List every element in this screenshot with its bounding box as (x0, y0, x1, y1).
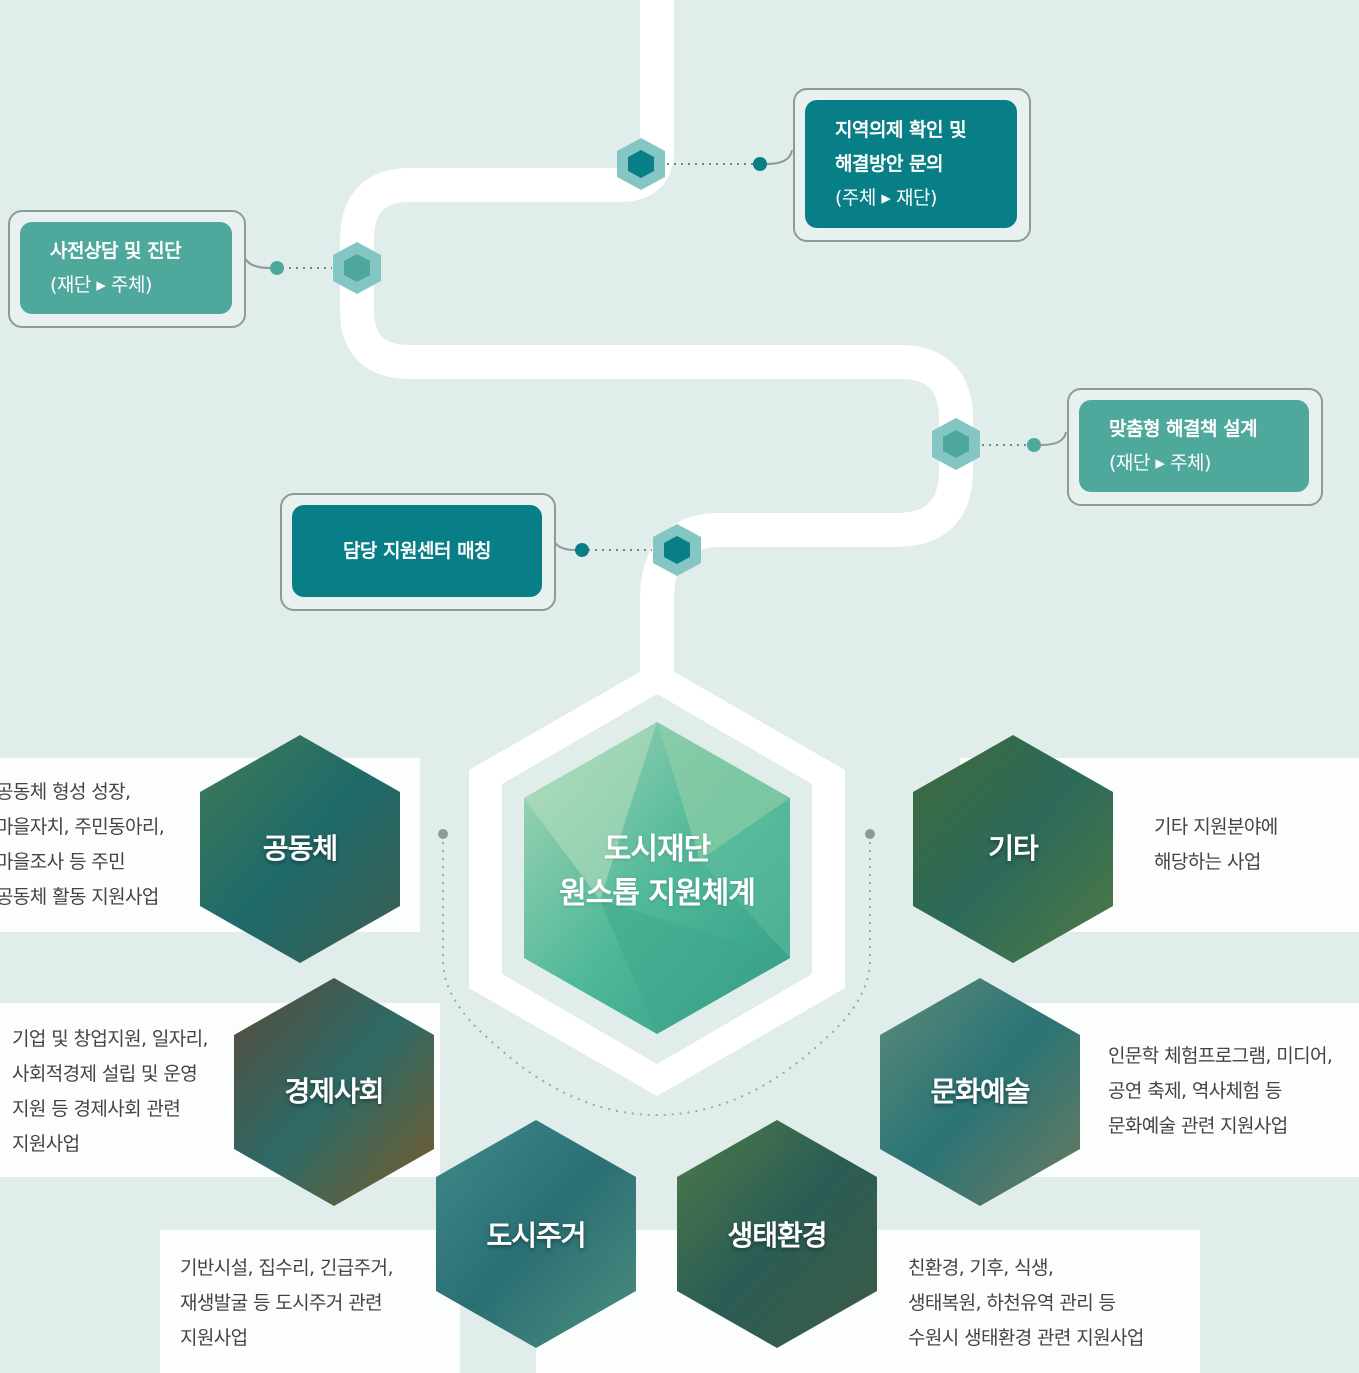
center-title-line2: 원스톱 지원체계 (559, 876, 756, 911)
desc-line: 공동체 형성 성장, (0, 781, 131, 803)
field-desc-other: 기타 지원분야에 해당하는 사업 (1154, 810, 1278, 880)
step-title: 담당 지원센터 매칭 (342, 540, 492, 562)
field-label-economy-society: 경제사회 (284, 1075, 384, 1108)
desc-line: 기업 및 창업지원, 일자리, (12, 1028, 209, 1050)
step-custom-solution: 맞춤형 해결책 설계 (재단 ▸ 주체) (1079, 400, 1309, 492)
desc-line: 마을조사 등 주민 (0, 851, 126, 873)
desc-line: 기타 지원분야에 (1154, 816, 1278, 838)
step-agenda-inquiry: 지역의제 확인 및 해결방안 문의 (주체 ▸ 재단) (805, 100, 1017, 228)
field-label-culture-arts: 문화예술 (930, 1075, 1030, 1108)
desc-line: 해당하는 사업 (1154, 851, 1261, 873)
step-subtitle: (재단 ▸ 주체) (50, 274, 152, 296)
step-subtitle: (주체 ▸ 재단) (835, 187, 937, 209)
field-desc-community: 공동체 형성 성장, 마을자치, 주민동아리, 마을조사 등 주민 공동체 활동… (0, 775, 165, 915)
center-title-line1: 도시재단 (603, 832, 711, 867)
desc-line: 친환경, 기후, 식생, (908, 1257, 1054, 1279)
desc-line: 수원시 생태환경 관련 지원사업 (908, 1327, 1144, 1349)
field-label-community: 공동체 (262, 832, 338, 865)
step-title-line2: 해결방안 문의 (835, 153, 944, 175)
step-title: 지역의제 확인 및 (835, 119, 967, 141)
center-hexagon-title: 도시재단 원스톱 지원체계 (524, 828, 790, 916)
field-desc-culture-arts: 인문학 체험프로그램, 미디어, 공연 축제, 역사체험 등 문화예술 관련 지… (1108, 1039, 1333, 1144)
desc-line: 생태복원, 하천유역 관리 등 (908, 1292, 1116, 1314)
desc-line: 기반시설, 집수리, 긴급주거, (180, 1257, 393, 1279)
desc-line: 지원사업 (12, 1133, 80, 1155)
desc-line: 공동체 활동 지원사업 (0, 886, 159, 908)
desc-line: 재생발굴 등 도시주거 관련 (180, 1292, 383, 1314)
desc-line: 마을자치, 주민동아리, (0, 816, 165, 838)
desc-line: 인문학 체험프로그램, 미디어, (1108, 1045, 1333, 1067)
field-desc-urban-housing: 기반시설, 집수리, 긴급주거, 재생발굴 등 도시주거 관련 지원사업 (180, 1251, 393, 1356)
field-label-other: 기타 (988, 832, 1039, 865)
step-title: 사전상담 및 진단 (50, 240, 182, 262)
step-title: 맞춤형 해결책 설계 (1109, 418, 1258, 440)
field-desc-economy-society: 기업 및 창업지원, 일자리, 사회적경제 설립 및 운영 지원 등 경제사회 … (12, 1022, 209, 1162)
desc-line: 문화예술 관련 지원사업 (1108, 1115, 1288, 1137)
desc-line: 사회적경제 설립 및 운영 (12, 1063, 198, 1085)
field-label-ecology-environment: 생태환경 (727, 1219, 827, 1252)
field-desc-ecology-environment: 친환경, 기후, 식생, 생태복원, 하천유역 관리 등 수원시 생태환경 관련… (908, 1251, 1144, 1356)
step-subtitle: (재단 ▸ 주체) (1109, 452, 1211, 474)
step-center-matching: 담당 지원센터 매칭 (292, 505, 542, 597)
desc-line: 지원 등 경제사회 관련 (12, 1098, 181, 1120)
desc-line: 공연 축제, 역사체험 등 (1108, 1080, 1282, 1102)
desc-line: 지원사업 (180, 1327, 248, 1349)
field-label-urban-housing: 도시주거 (486, 1219, 586, 1252)
step-pre-consultation: 사전상담 및 진단 (재단 ▸ 주체) (20, 222, 232, 314)
